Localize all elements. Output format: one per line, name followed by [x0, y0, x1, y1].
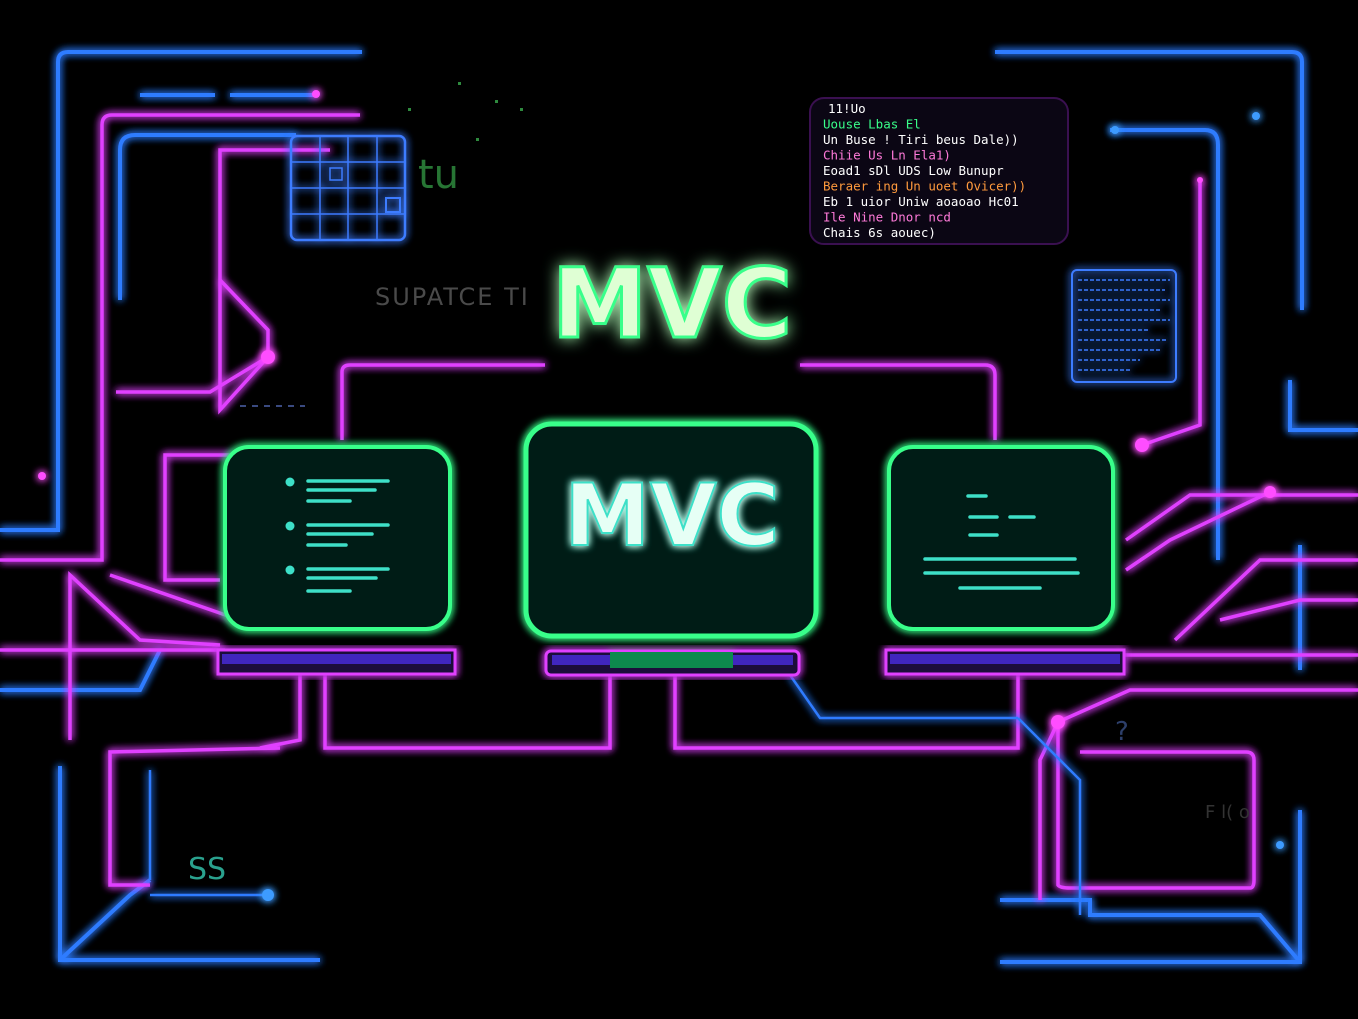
bottom-left-label: SS [188, 852, 226, 887]
code-line: Chais 6s aouec) [823, 225, 936, 240]
corner-glyph: tu [418, 152, 459, 198]
controller-box [523, 421, 819, 639]
center-box-label: MVC [564, 466, 779, 566]
info-panel [1071, 269, 1177, 383]
code-line: Beraer ing Un uoet Ovicer)) [823, 179, 1026, 194]
outer-blue-frame [0, 50, 1358, 964]
code-line: Un Buse ! Tiri beus Dale)) [823, 132, 1019, 147]
right-faint-label: F l( o [1205, 802, 1250, 823]
green-speckles [408, 82, 523, 141]
question-mark: ? [1115, 717, 1129, 747]
code-line: Chiie Us Ln Ela1) [823, 148, 951, 163]
platforms [216, 648, 1126, 677]
code-panel [809, 97, 1069, 245]
faint-label: SUPATCE TI [375, 283, 530, 311]
page-title: MVC [552, 248, 792, 360]
blue-sub-traces [148, 674, 1082, 915]
grid-widget [289, 134, 407, 242]
connector-dots [38, 90, 1284, 901]
view-box [887, 445, 1115, 631]
code-line: Eoad1 sDl UDS Low Bunupr [823, 163, 1004, 178]
code-line: Uouse Lbas El [823, 117, 921, 132]
code-line: Eb 1 uior Uniw aoaoao Hc01 [823, 194, 1019, 209]
magenta-circuit-traces [0, 113, 1358, 900]
code-line: 11!Uo [828, 101, 866, 116]
model-box [223, 445, 452, 631]
code-line: Ile Nine Dnor ncd [823, 210, 951, 225]
